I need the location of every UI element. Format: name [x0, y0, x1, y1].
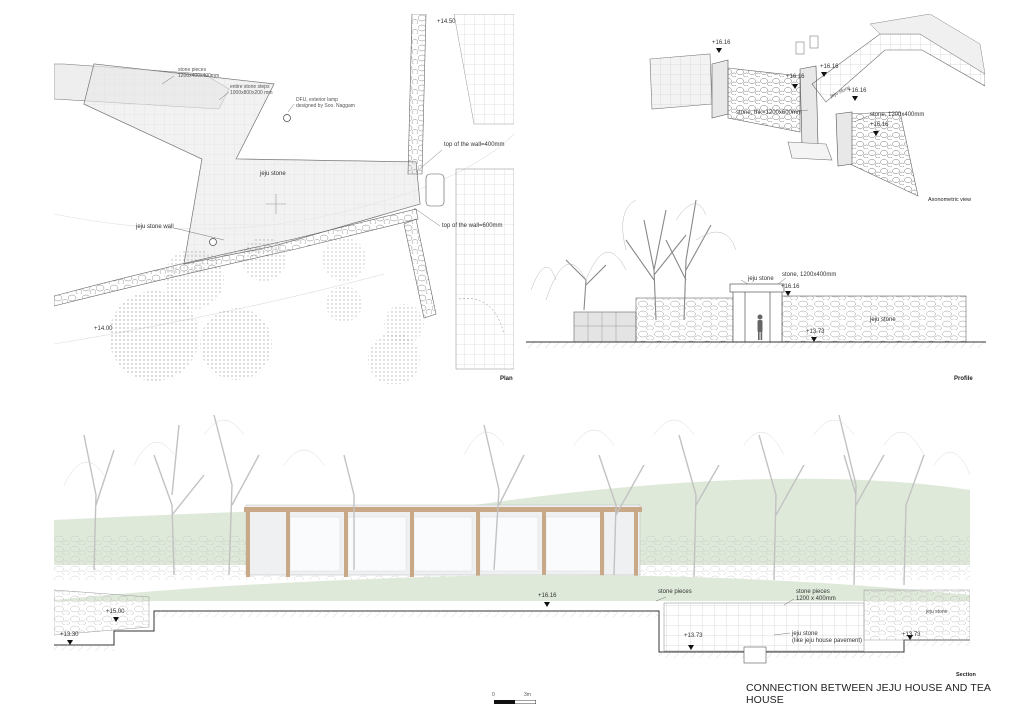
plan-label-jeju-stone-wall: jeju stone wall — [136, 224, 174, 230]
section-label-stone-pieces-2: stone pieces — [796, 589, 830, 595]
axon-title: Axonometric view — [928, 197, 972, 203]
section-level-1330: +13.30 — [60, 632, 79, 638]
plan-label-wall-top-600: top of the wall=600mm — [442, 223, 503, 229]
axon-label-stone-size: stone, 1200x400mm — [870, 112, 925, 118]
section-level-1373b: +13.73 — [902, 632, 921, 638]
plan-title: Plan — [500, 376, 513, 382]
section-label-stone-pieces: stone pieces — [658, 589, 692, 595]
plan-level-1400: +14.00 — [94, 326, 113, 332]
plan-label-lamp-1: DFU, exterior lamp — [296, 97, 338, 103]
scale-start-label: 0 — [492, 692, 495, 698]
section-panel: +15.00 +13.30 +16.16 stone pieces stone … — [54, 395, 970, 675]
axonometric-drawing — [649, 14, 985, 197]
section-level-1616: +16.16 — [538, 593, 557, 599]
section-drawing — [54, 414, 970, 664]
axon-level-e: +16.16 — [870, 122, 889, 128]
profile-level-1616: +16.16 — [781, 284, 800, 290]
axonometric-panel: +16.16 +16.16 +16.16 +16.16 +16.16 stone… — [640, 14, 985, 210]
section-label-jeju-stone-pave-note: (like jeju house pavement) — [792, 638, 863, 644]
section-level-1500: +15.00 — [106, 609, 125, 615]
plan-drawing — [54, 14, 514, 384]
plan-level-1450: +14.50 — [437, 19, 456, 25]
plan-panel: stone pieces 1200x400x400mm entire stone… — [54, 14, 514, 384]
plan-label-lamp-2: designed by Soo. Naggam — [296, 103, 355, 109]
scale-bar — [494, 700, 536, 704]
axon-level-d: +16.16 — [848, 88, 867, 94]
section-label-jeju-stone-pave: jeju stone — [792, 631, 818, 637]
section-level-1373a: +13.73 — [684, 633, 703, 639]
axon-level-a: +16.16 — [712, 40, 731, 46]
plan-label-stone-pieces: stone pieces — [178, 67, 207, 73]
profile-drawing — [526, 199, 986, 348]
profile-label-jeju-stone: jeju stone — [870, 317, 896, 323]
sheet-title: CONNECTION BETWEEN JEJU HOUSE AND TEA HO… — [746, 682, 991, 706]
plan-label-stone-steps: entire stone steps — [230, 84, 270, 90]
axon-level-c: +16.16 — [820, 64, 839, 70]
profile-panel: jeju stone stone, 1200x400mm +16.16 +13.… — [526, 180, 986, 386]
section-label-jeju-stone-right: jeju stone — [926, 609, 948, 615]
axon-label-stone-thk: stone, thk=1200x600mm — [736, 110, 802, 116]
plan-label-jeju-stone: jeju stone — [260, 171, 286, 177]
plan-label-wall-top-400: top of the wall=400mm — [444, 142, 505, 148]
plan-label-stone-pieces-size: 1200x400x400mm — [178, 73, 220, 79]
profile-label-stone-size: stone, 1200x400mm — [782, 272, 837, 278]
section-label-stone-pieces-size: 1200 x 400mm — [796, 596, 836, 602]
profile-level-1373: +13.73 — [806, 329, 825, 335]
scale-end-label: 3m — [524, 692, 531, 698]
axon-level-b: +16.16 — [786, 74, 805, 80]
profile-title: Profile — [954, 376, 973, 382]
section-caption: Section — [956, 672, 976, 678]
plan-label-stone-steps-size: 1000x800x200 mm — [230, 90, 273, 96]
profile-label-jeju-stone-top: jeju stone — [748, 276, 774, 282]
